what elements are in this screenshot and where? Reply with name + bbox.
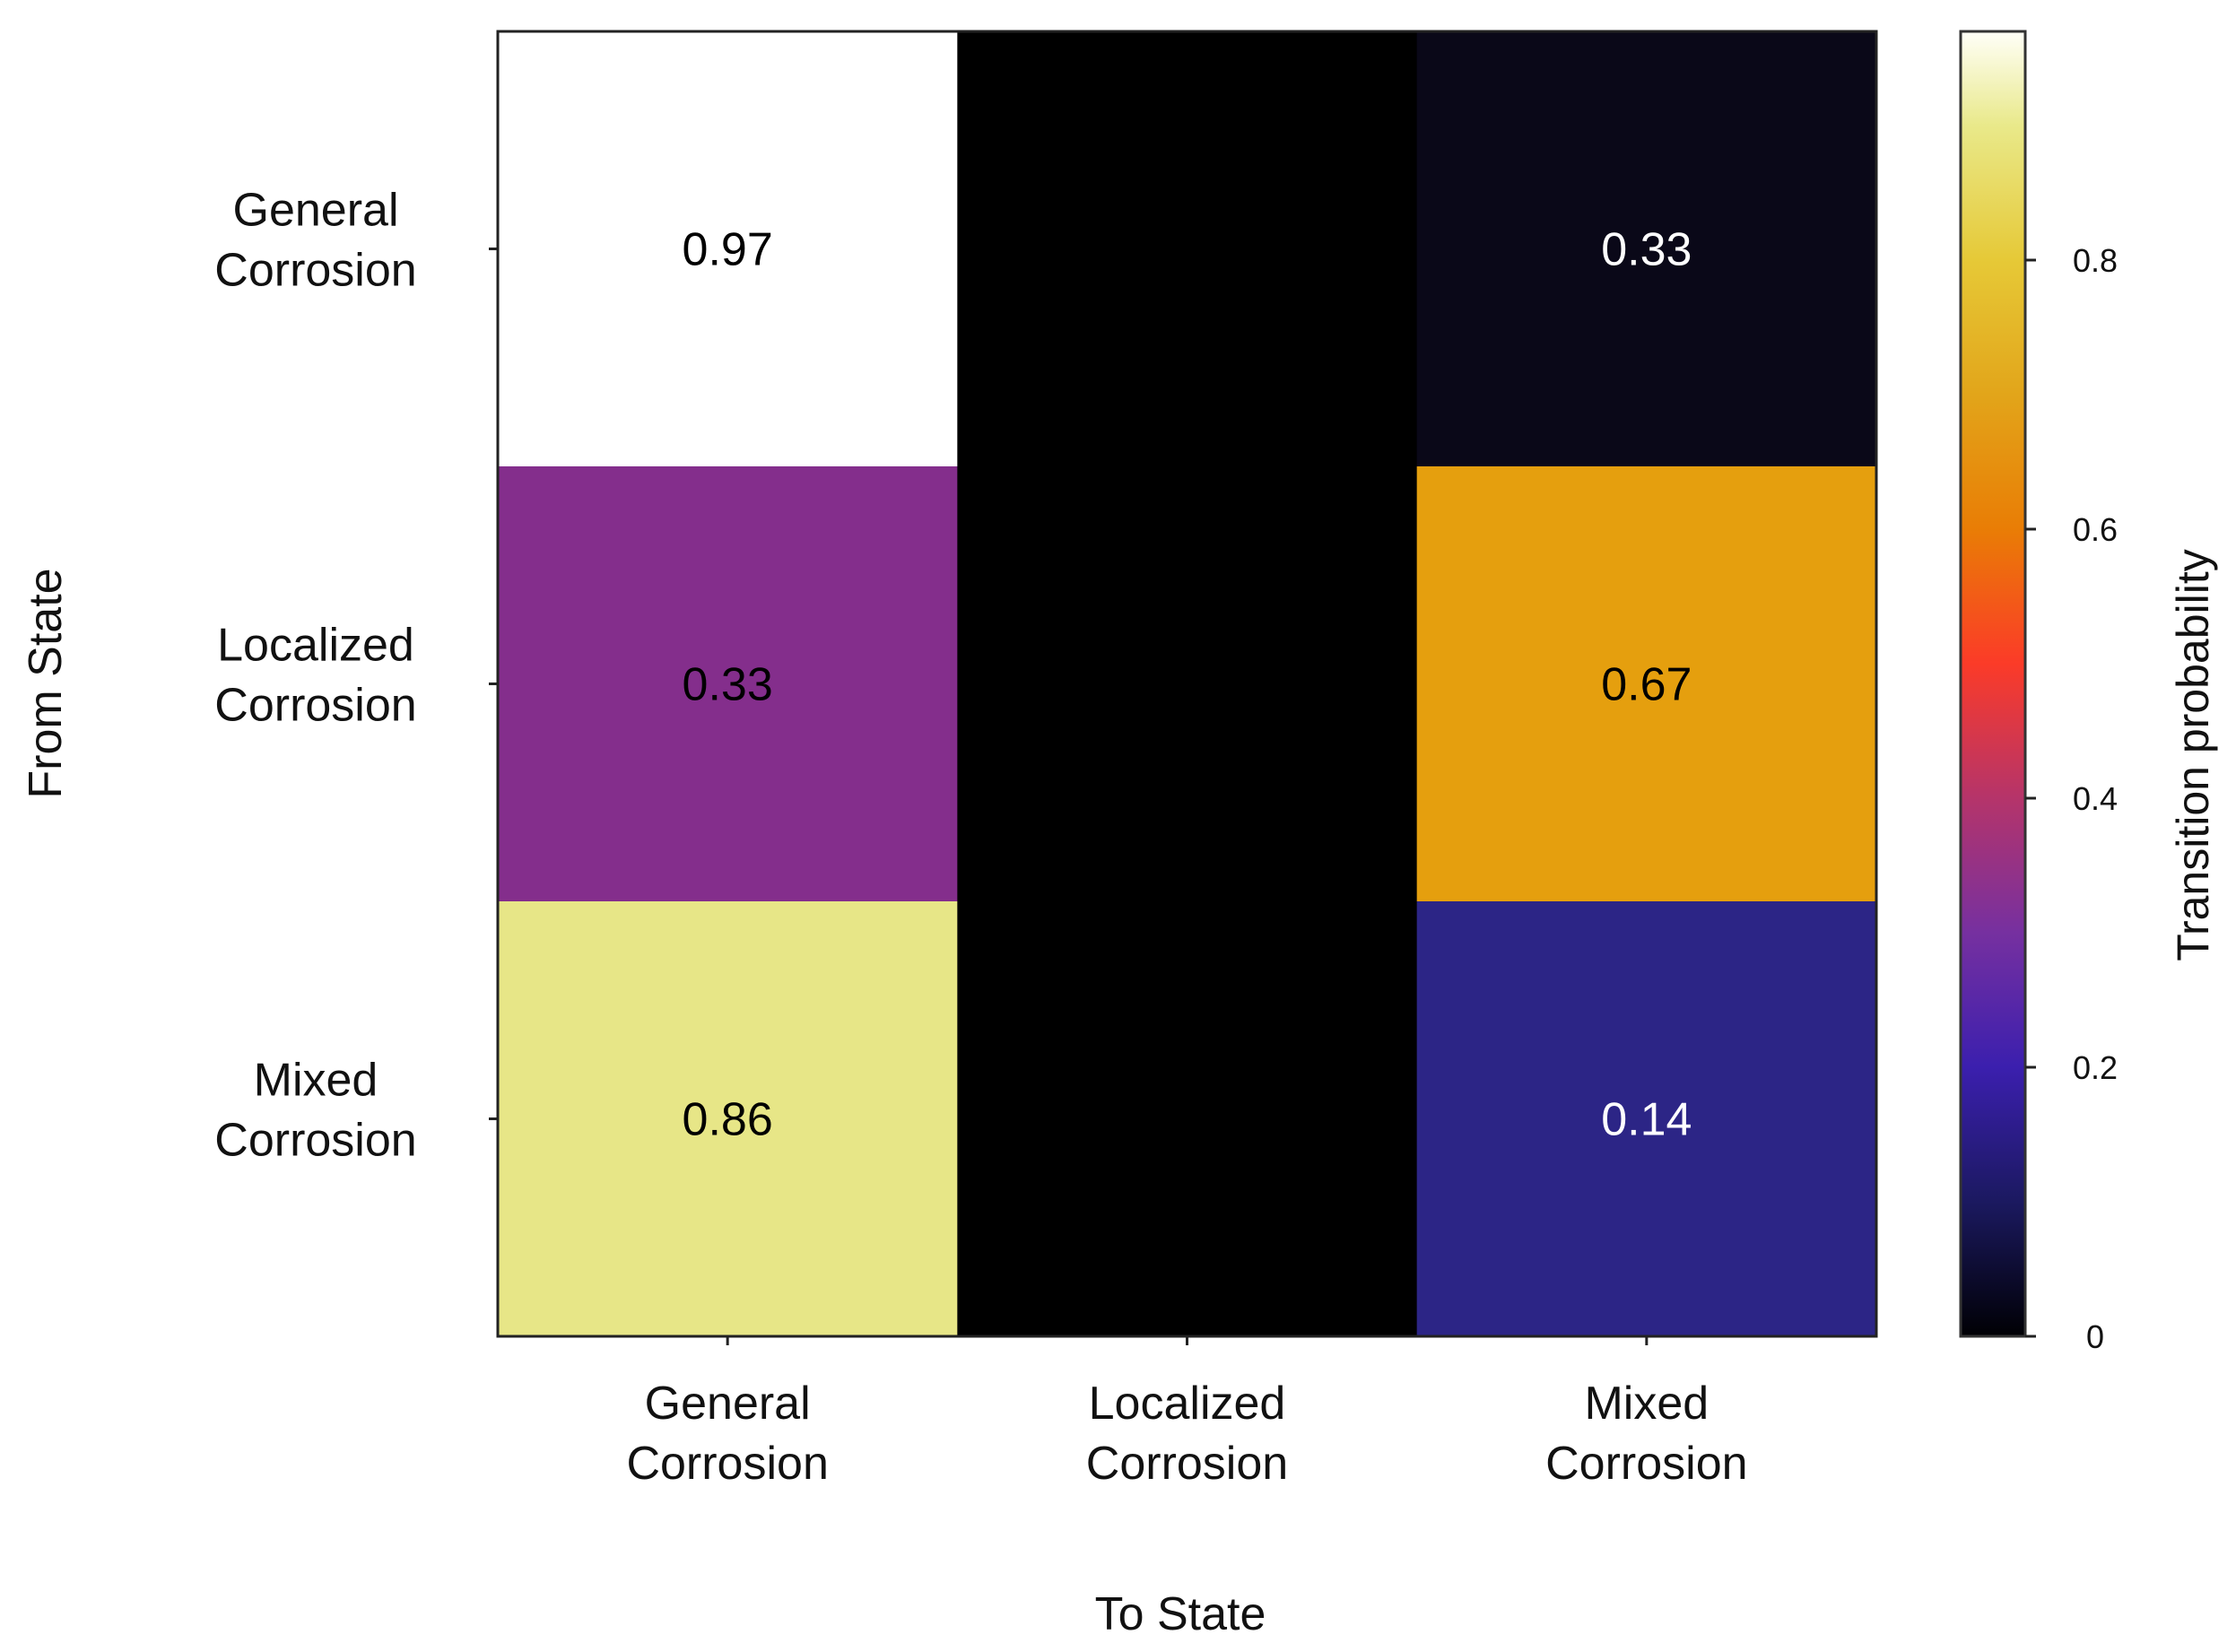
heatmap-cell — [957, 466, 1418, 902]
colorbar-label: Transition probability — [2168, 549, 2218, 961]
heatmap-cell — [498, 466, 958, 902]
y-axis-label: From State — [20, 568, 72, 798]
y-axis: GeneralCorrosionLocalizedCorrosionMixedC… — [214, 185, 498, 1167]
x-tick-label: Corrosion — [1086, 1438, 1288, 1490]
y-tick-label: Corrosion — [214, 1115, 416, 1167]
y-tick-label: Mixed — [254, 1055, 378, 1107]
cell-value-label: 0.86 — [683, 1094, 773, 1146]
colorbar-tick-label: 0.8 — [2073, 242, 2118, 279]
cell-value-label: 0.14 — [1601, 1094, 1692, 1146]
x-tick-label: Mixed — [1584, 1378, 1709, 1430]
heatmap-cells: 0.97 0.33 0.33 0.67 0.86 0.14 — [498, 31, 1877, 1337]
cell-value-label: 0.33 — [683, 659, 773, 711]
x-tick-label: Localized — [1089, 1378, 1286, 1430]
heatmap-cell — [957, 31, 1418, 467]
colorbar-gradient — [1959, 30, 2027, 1338]
cell-value-label: 0.33 — [1601, 224, 1692, 276]
cell-value-label: 0.67 — [1601, 659, 1692, 711]
colorbar-tick-label: 0 — [2086, 1318, 2104, 1355]
heatmap-cell — [1416, 31, 1877, 467]
colorbar-ticks: 0 0.2 0.4 0.6 0.8 — [2025, 242, 2118, 1355]
x-tick-label: Corrosion — [626, 1438, 828, 1490]
x-tick-label: Corrosion — [1545, 1438, 1747, 1490]
heatmap-cell — [957, 901, 1418, 1337]
x-axis-label: To State — [1095, 1588, 1266, 1640]
colorbar-tick-label: 0.2 — [2073, 1049, 2118, 1086]
y-tick-label: General — [233, 185, 399, 237]
colorbar: 0 0.2 0.4 0.6 0.8 Transition probability — [1959, 30, 2218, 1355]
heatmap-cell — [1416, 901, 1877, 1337]
x-tick-label: General — [645, 1378, 811, 1430]
heatmap-cell — [498, 31, 958, 467]
y-tick-label: Corrosion — [214, 680, 416, 732]
heatmap-cell — [1416, 466, 1877, 902]
colorbar-tick-label: 0.6 — [2073, 511, 2118, 548]
y-tick-label: Localized — [217, 620, 414, 672]
cell-value-label: 0.97 — [683, 224, 773, 276]
heatmap-cell — [498, 901, 958, 1337]
colorbar-tick-label: 0.4 — [2073, 780, 2118, 817]
y-tick-label: Corrosion — [214, 245, 416, 297]
